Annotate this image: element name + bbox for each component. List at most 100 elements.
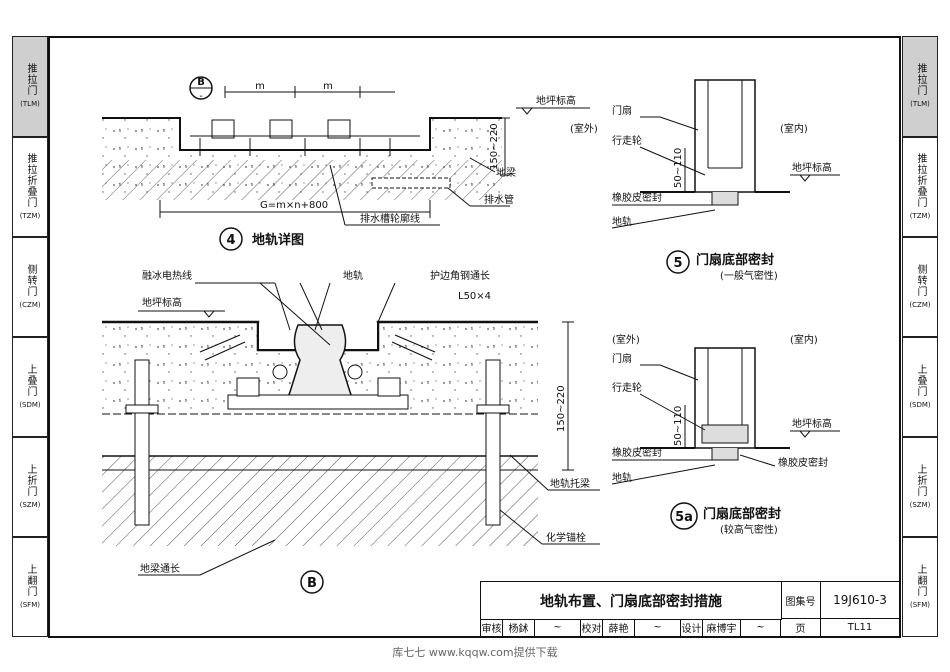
d5-door-leaf-label: 门扇	[612, 104, 632, 117]
d4-floor-level: 地坪标高	[536, 94, 576, 107]
d5-wheel: 行走轮	[612, 134, 642, 147]
d4-drain-pipe-label: 排水管	[484, 193, 514, 206]
tb-page-no: TL11	[821, 619, 900, 637]
db-chem-anchor: 化学锚栓	[546, 531, 586, 544]
d5a-rubber-seal-left: 橡胶皮密封	[612, 446, 662, 459]
detail-4: B - m m 地坪标高 150~220 地梁 排水管 G=m×n+800 排水…	[102, 76, 590, 251]
title-block: 地轨布置、门扇底部密封措施 图集号 19J610-3 审核 杨鉥 ~ 校对 薛艳…	[480, 581, 900, 637]
tb-checker: 薛艳	[603, 619, 635, 637]
db-floor-level: 地坪标高	[142, 296, 182, 309]
side-tab-czm[interactable]: 侧转门 (CZM)	[902, 237, 938, 337]
side-tab-code: (SFM)	[910, 600, 930, 609]
d4-beam-label: 地梁	[496, 166, 516, 179]
side-tab-tzm[interactable]: 推拉折叠门 (TZM)	[12, 137, 48, 237]
db-rail-bracket: 地轨托梁	[550, 477, 590, 490]
side-tab-czm[interactable]: 侧转门 (CZM)	[12, 237, 48, 337]
d5-inside: (室内)	[780, 122, 808, 135]
d4-num: 4	[226, 233, 235, 248]
d5a-dim: 50~110	[673, 406, 684, 446]
db-num-circle	[300, 570, 324, 594]
db-angle-steel: 护边角钢通长	[430, 269, 490, 282]
d5a-title: 门扇底部密封	[703, 506, 781, 522]
side-tab-name: 侧转门	[25, 263, 36, 297]
side-tab-code: (SZM)	[19, 500, 41, 509]
detail-5a: (室外) (室内) 门扇 行走轮 地坪标高 50~110 橡胶皮密封 橡胶皮密封…	[611, 333, 840, 536]
side-tab-code: (CZM)	[909, 300, 931, 309]
d4-dim-m1: m	[255, 81, 265, 92]
d5a-outside: (室外)	[612, 333, 640, 346]
db-beam-hatch	[102, 456, 538, 546]
side-tab-szm[interactable]: 上折门 (SZM)	[12, 437, 48, 537]
tb-designer: 麻博宇	[703, 619, 741, 637]
d4-depth-dim: 150~220	[489, 123, 500, 170]
side-tab-sdm[interactable]: 上叠门 (SDM)	[902, 337, 938, 437]
d5a-subtitle: (较高气密性)	[720, 523, 778, 536]
side-tab-name: 上折门	[915, 463, 926, 497]
tb-title: 地轨布置、门扇底部密封措施	[481, 582, 782, 620]
d4-dim-m2: m	[323, 81, 333, 92]
d5-subtitle: (一般气密性)	[720, 269, 778, 282]
db-rail-label: 地轨	[343, 269, 363, 282]
d5-dim: 50~110	[673, 148, 684, 188]
tb-check: 校对	[581, 619, 603, 637]
side-tab-name: 推拉门	[915, 63, 926, 96]
d5a-inside: (室内)	[790, 333, 818, 346]
d5a-floor-level: 地坪标高	[792, 417, 832, 430]
side-tab-code: (TZM)	[909, 211, 931, 220]
side-tab-code: (SFM)	[20, 600, 40, 609]
detail-5: (室外) (室内) 门扇 行走轮 地坪标高 50~110 橡胶皮密封 地轨 5 …	[570, 79, 840, 282]
d5a-wheel: 行走轮	[612, 381, 642, 394]
tb-review: 审核	[481, 619, 503, 637]
side-tab-sfm[interactable]: 上翻门 (SFM)	[12, 537, 48, 637]
d4-total-dim: G=m×n+800	[260, 200, 328, 211]
side-tab-code: (SDM)	[909, 400, 931, 409]
side-tab-name: 上折门	[25, 463, 36, 497]
side-tab-code: (TLM)	[910, 100, 930, 108]
tb-atlas-no: 19J610-3	[821, 582, 900, 619]
tb-checker-signature: ~	[635, 619, 681, 637]
side-tab-sfm[interactable]: 上翻门 (SFM)	[902, 537, 938, 637]
side-tab-tzm[interactable]: 推拉折叠门 (TZM)	[902, 137, 938, 237]
tb-design: 设计	[681, 619, 703, 637]
d5-title: 门扇底部密封	[696, 252, 774, 268]
tb-page-label: 页	[781, 619, 821, 637]
d5a-num-circle	[670, 502, 698, 530]
side-tab-name: 侧转门	[915, 263, 926, 297]
drawing-frame	[48, 36, 901, 638]
d5-rubber-seal: 橡胶皮密封	[612, 191, 662, 204]
db-anchor-left	[134, 359, 150, 526]
d5a-num: 5a	[675, 510, 693, 525]
d4-title: 地轨详图	[252, 232, 304, 248]
side-tab-name: 上翻门	[915, 563, 926, 597]
side-tab-sdm[interactable]: 上叠门(SDM)	[12, 337, 48, 437]
side-tab-name: 上翻门	[25, 563, 36, 597]
db-num: B	[307, 576, 317, 591]
side-tab-code: (TLM)	[20, 100, 40, 108]
d5-floor-level: 地坪标高	[792, 161, 832, 174]
d4-marker-label: B	[197, 77, 205, 88]
side-tab-name: 推拉折叠门	[25, 152, 36, 208]
side-tab-name: 上叠门	[25, 363, 36, 397]
tb-designer-signature: ~	[741, 619, 781, 637]
side-tab-szm[interactable]: 上折门(SZM)	[902, 437, 938, 537]
tb-reviewer: 杨鉥	[503, 619, 535, 637]
db-heating-wire: 融冰电热线	[142, 269, 192, 282]
side-tab-code: (TZM)	[19, 211, 41, 220]
db-anchor-right	[485, 359, 501, 526]
side-tab-tlm[interactable]: 推拉门(TLM)	[12, 36, 48, 137]
d5a-rubber-seal-right: 橡胶皮密封	[778, 456, 828, 469]
side-tab-tlm[interactable]: 推拉门 (TLM)	[902, 36, 938, 137]
db-depth-dim: 150~220	[556, 385, 567, 432]
side-tab-code: (CZM)	[19, 300, 41, 309]
d4-drain-pipe	[371, 177, 451, 189]
db-beam-long: 地梁通长	[140, 562, 180, 575]
d5-rail: 地轨	[612, 215, 632, 228]
d5a-door-leaf-label: 门扇	[612, 352, 632, 365]
side-tab-name: 上叠门	[915, 363, 926, 397]
db-angle-spec: L50×4	[458, 291, 491, 302]
side-tab-name: 推拉折叠门	[915, 152, 926, 208]
d5-num-circle	[666, 250, 690, 274]
d4-rails	[190, 119, 420, 156]
d4-num-circle	[219, 227, 243, 251]
